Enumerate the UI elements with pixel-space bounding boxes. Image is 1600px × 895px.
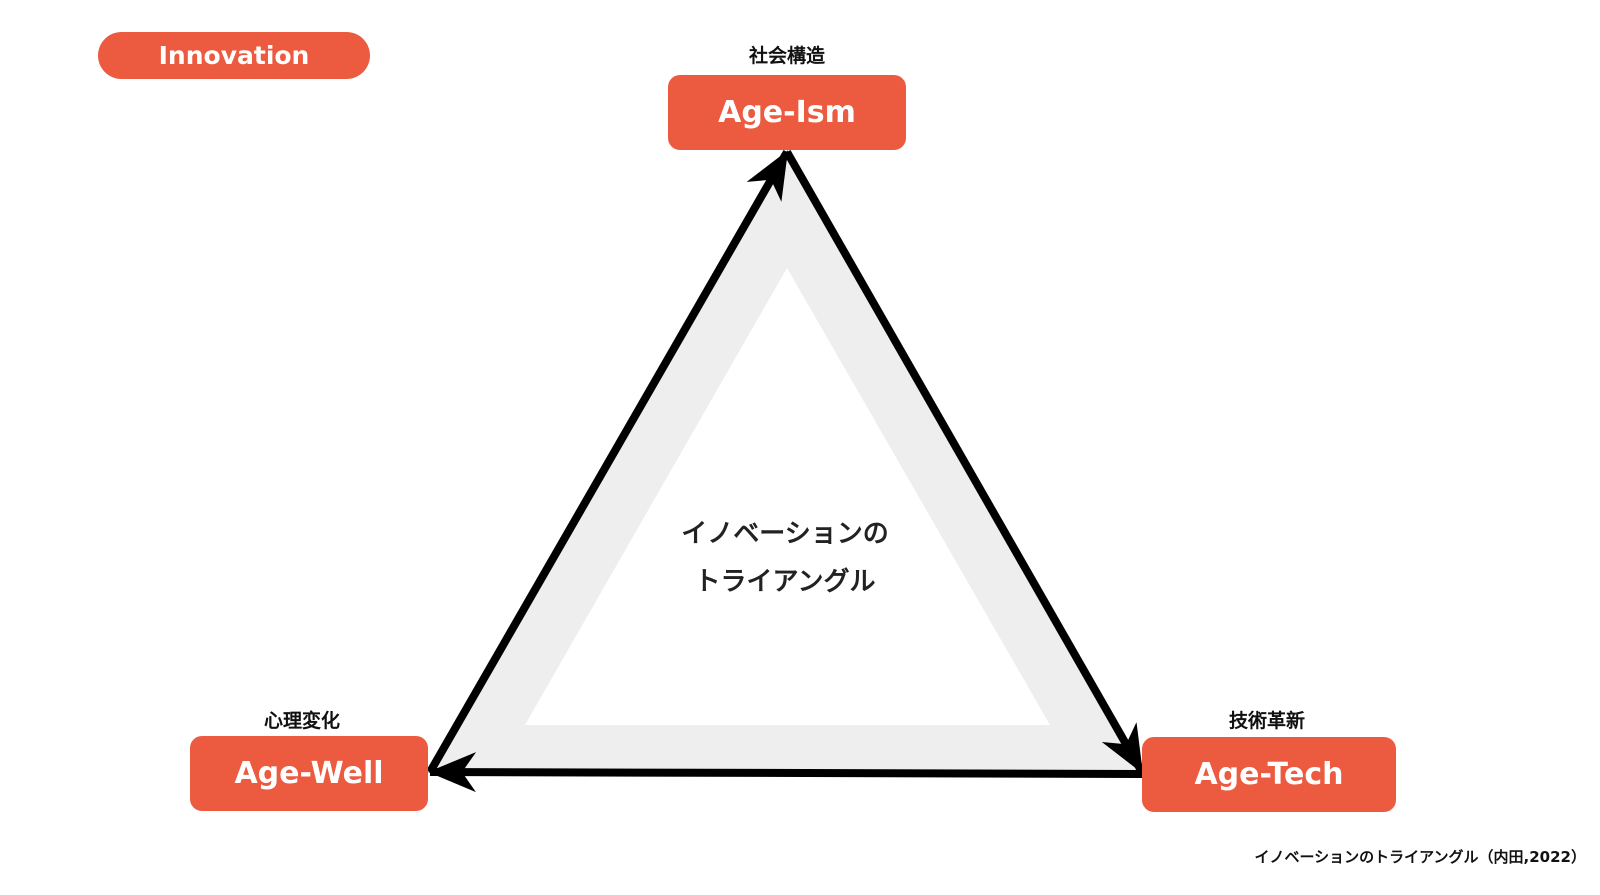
node-top-category: 社会構造 [748,45,825,67]
citation: イノベーションのトライアングル（内田,2022） [1254,848,1586,866]
center-title-line-2: トライアングル [694,567,876,597]
innovation-badge: Innovation [98,32,370,79]
node-left-category: 心理変化 [263,710,340,732]
arrow-tech-to-well [428,752,1143,793]
node-age-ism: Age-Ism [668,75,906,150]
node-right-category: 技術革新 [1228,710,1305,732]
center-title-line-1: イノベーションの [681,519,889,549]
center-title: イノベーションの トライアングル [620,510,950,606]
arrow-ism-to-tech [783,150,1146,774]
band-bottom [430,725,1142,772]
arrow-well-to-ism [426,150,791,774]
node-age-tech: Age-Tech [1142,737,1396,812]
node-age-well: Age-Well [190,736,428,811]
